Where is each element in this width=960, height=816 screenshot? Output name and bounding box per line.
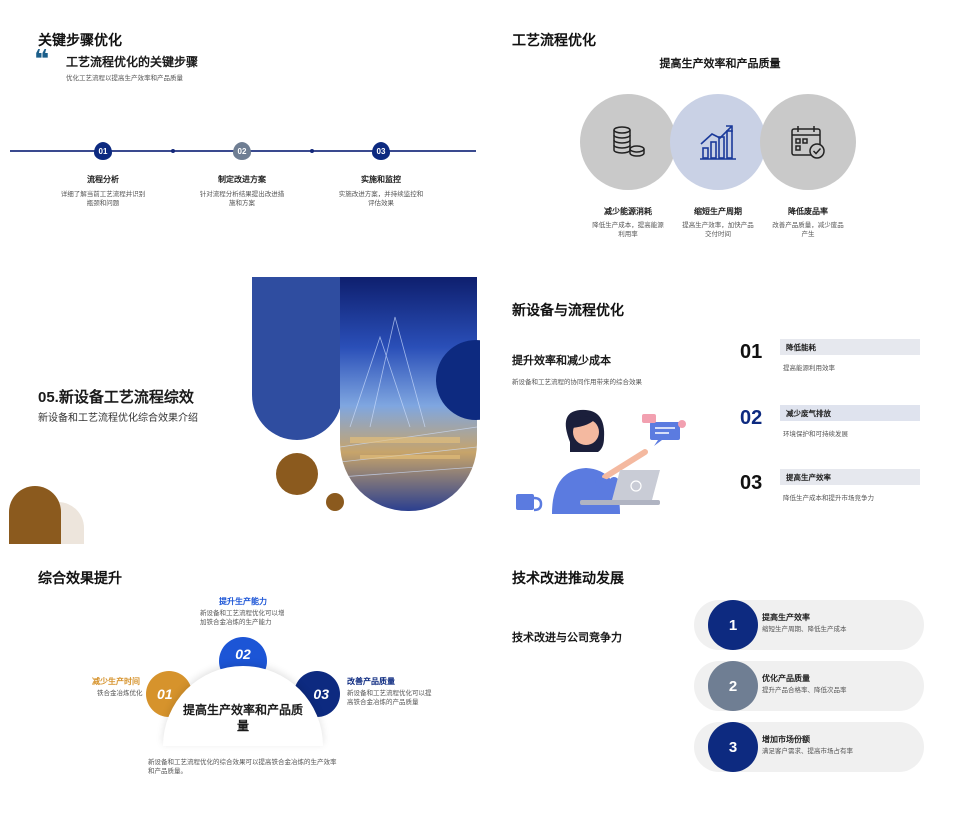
pill-3-desc: 满足客户需求、提高市场占有率: [762, 748, 853, 755]
pill-3-title: 增加市场份额: [762, 735, 810, 744]
woman-laptop-illustration: [516, 409, 686, 514]
step-2-desc: 针对流程分析结果提出改进措施和方案: [199, 191, 285, 208]
item-1-number: 01: [740, 341, 763, 363]
quote-icon: ❝: [34, 44, 50, 74]
step-1-badge: 01: [94, 142, 112, 160]
step-2-badge: 02: [233, 142, 251, 160]
slide6-title: 技术改进推动发展: [512, 570, 624, 586]
slide2-subtitle: 提高生产效率和产品质量: [659, 58, 781, 70]
item-1-title: 降低能耗: [780, 339, 920, 355]
pill-2-title: 优化产品质量: [762, 674, 810, 683]
slide-section-05: 05.新设备工艺流程综效 新设备和工艺流程优化综合效果介绍: [0, 272, 480, 544]
brown-circle-large: [276, 453, 318, 495]
calendar-check-icon: [791, 126, 825, 159]
timeline-dot: [171, 149, 175, 153]
item-defect-title: 降低废品率: [788, 207, 828, 216]
defect-circle: [760, 94, 856, 190]
slide1-title: 关键步骤优化: [38, 32, 122, 48]
slide1-desc: 优化工艺流程以提高生产效率和产品质量: [66, 75, 183, 82]
pill-3-number: 3: [708, 722, 758, 772]
item-cycle-desc: 提高生产效率，加快产品交付时间: [682, 222, 754, 239]
slide-overall-improvement: 综合效果提升 02 01 03 提高生产效率和产品质量 提升生产能力 新设备和工…: [0, 544, 480, 816]
step-2-title: 制定改进方案: [218, 175, 266, 184]
step-3-desc: 实施改进方案，并持续监控和评估效果: [338, 191, 424, 208]
pill-1-title: 提高生产效率: [762, 613, 810, 622]
brown-arch-shape: [9, 486, 61, 544]
item-energy-title: 减少能源消耗: [604, 207, 652, 216]
slide5-title: 综合效果提升: [38, 570, 122, 586]
growth-chart-icon: [700, 125, 736, 160]
item-2-number: 02: [740, 407, 763, 429]
slide1-subtitle: 工艺流程优化的关键步骤: [66, 55, 199, 69]
brown-circle-small: [326, 493, 344, 511]
center-text: 提高生产效率和产品质量: [182, 703, 303, 734]
cycle-circle: [670, 94, 766, 190]
item-03-title: 改善产品质量: [347, 677, 395, 686]
item-1-desc: 提高能源利用效率: [783, 365, 835, 372]
item-3-desc: 降低生产成本和提升市场竞争力: [783, 495, 874, 502]
slide-new-equipment: 新设备与流程优化 提升效率和减少成本 新设备和工艺流程的协同作用带来的综合效果 …: [480, 272, 960, 544]
item-02-desc: 新设备和工艺流程优化可以增加铁合金冶炼的生产能力: [200, 610, 285, 627]
coins-icon: [613, 126, 645, 157]
item-03-desc: 新设备和工艺流程优化可以提高铁合金冶炼的产品质量: [347, 690, 432, 707]
slide-key-steps: 关键步骤优化 ❝ 工艺流程优化的关键步骤 优化工艺流程以提高生产效率和产品质量 …: [0, 0, 480, 272]
item-defect-desc: 改善产品质量，减少废品产生: [772, 222, 844, 239]
energy-circle: [580, 94, 676, 190]
item-3-number: 03: [740, 472, 763, 494]
blue-arch-shape: [252, 277, 342, 440]
item-energy-desc: 降低生产成本，提高能源利用率: [592, 222, 664, 239]
slide4-heading: 提升效率和减少成本: [512, 355, 611, 367]
step-1-desc: 详细了解当前工艺流程并识别瓶颈和问题: [60, 191, 146, 208]
step-3-title: 实施和监控: [361, 175, 401, 184]
pill-1-number: 1: [708, 600, 758, 650]
slide4-desc: 新设备和工艺流程的协同作用带来的综合效果: [512, 379, 642, 386]
pill-2-number: 2: [708, 661, 758, 711]
slide3-subtitle: 新设备和工艺流程优化综合效果介绍: [38, 413, 198, 424]
slide4-title: 新设备与流程优化: [512, 302, 624, 318]
slide2-title: 工艺流程优化: [512, 32, 596, 48]
pill-2-desc: 提升产品合格率、降低次品率: [762, 687, 847, 694]
slide-tech-improvement: 技术改进推动发展 技术改进与公司竞争力 1 提高生产效率 缩短生产周期、降低生产…: [480, 544, 960, 816]
slide6-subtitle: 技术改进与公司竞争力: [512, 632, 622, 644]
slide3-title: 05.新设备工艺流程综效: [38, 389, 194, 406]
item-cycle-title: 缩短生产周期: [694, 207, 742, 216]
factory-lines-graphic: [340, 316, 477, 478]
pill-1-desc: 缩短生产周期、降低生产成本: [762, 626, 847, 633]
timeline-dot: [310, 149, 314, 153]
item-01-title: 减少生产时间: [92, 677, 140, 686]
item-02-title: 提升生产能力: [219, 597, 267, 606]
item-2-desc: 环境保护和可持续发展: [783, 431, 848, 438]
slide-process-optimization: 工艺流程优化 提高生产效率和产品质量: [480, 0, 960, 272]
item-2-title: 减少废气排放: [780, 405, 920, 421]
item-01-desc: 铁合金冶炼优化: [97, 690, 143, 697]
slide5-footer: 新设备和工艺流程优化的综合效果可以提高铁合金冶炼的生产效率和产品质量。: [148, 759, 337, 776]
step-3-badge: 03: [372, 142, 390, 160]
item-3-title: 提高生产效率: [780, 469, 920, 485]
step-1-title: 流程分析: [87, 175, 119, 184]
